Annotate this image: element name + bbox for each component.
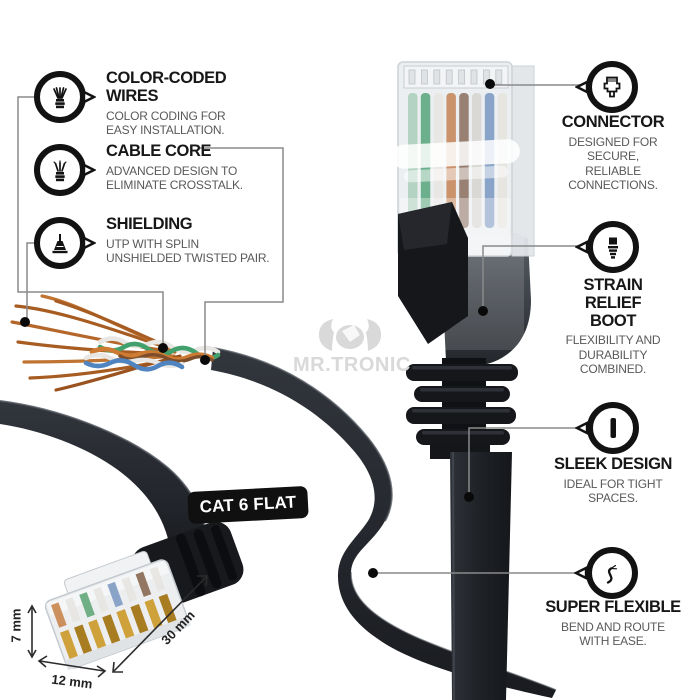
callout-title: SLEEK DESIGN bbox=[553, 455, 673, 473]
callout-desc: FLEXIBILITY AND DURABILITY COMBINED. bbox=[565, 333, 661, 377]
callout-title: CABLE CORE bbox=[106, 142, 212, 160]
rj45-connector-icon bbox=[603, 76, 621, 98]
brand-logo-watermark bbox=[318, 319, 382, 351]
callout-super-flexible: SUPER FLEXIBLE BEND AND ROUTE WITH EASE. bbox=[538, 598, 688, 649]
callout-title: CONNECTOR bbox=[561, 113, 665, 131]
callout-pointer bbox=[575, 421, 589, 435]
callout-desc: ADVANCED DESIGN TO ELIMINATE CROSSTALK. bbox=[106, 163, 243, 193]
callout-title: SHIELDING bbox=[106, 215, 193, 233]
bottom-connector-gold-pins bbox=[59, 593, 177, 660]
callout-circle-cable-core bbox=[34, 144, 86, 196]
callout-cable-core: CABLE CORE ADVANCED DESIGN TO ELIMINATE … bbox=[106, 142, 256, 193]
callout-circle-shielding bbox=[34, 217, 86, 269]
strain-relief-boot-icon bbox=[608, 237, 618, 259]
flat-cable-curve bbox=[211, 348, 556, 698]
brand-watermark: MR.TRONIC bbox=[293, 354, 411, 376]
twisted-pairs bbox=[83, 336, 221, 372]
stripped-cable-illustration bbox=[10, 294, 557, 698]
ribbed-rings bbox=[406, 358, 518, 459]
callout-desc: IDEAL FOR TIGHT SPACES. bbox=[563, 476, 663, 506]
anchor-dots bbox=[20, 79, 495, 578]
callout-title: STRAIN RELIEF BOOT bbox=[583, 276, 643, 330]
flat-cable-profile-icon bbox=[610, 418, 616, 438]
callout-shielding: SHIELDING UTP WITH SPLIN UNSHIELDED TWIS… bbox=[106, 215, 276, 266]
callout-pointer bbox=[575, 80, 589, 94]
callout-pointer bbox=[82, 163, 96, 177]
callout-desc: DESIGNED FOR SECURE, RELIABLE CONNECTION… bbox=[568, 134, 658, 192]
callout-desc: BEND AND ROUTE WITH EASE. bbox=[561, 619, 665, 649]
shielding-icon bbox=[52, 234, 68, 254]
callout-pointer bbox=[82, 236, 96, 250]
callout-connector: CONNECTOR DESIGNED FOR SECURE, RELIABLE … bbox=[538, 113, 688, 192]
connector-latch-clip bbox=[398, 202, 468, 344]
stripped-color-wires-icon bbox=[53, 87, 67, 109]
dimension-height-label: 7 mm bbox=[8, 608, 24, 643]
bottom-connector-wires bbox=[50, 566, 166, 628]
callout-sleek-design: SLEEK DESIGN IDEAL FOR TIGHT SPACES. bbox=[538, 455, 688, 506]
callout-circle-super-flexible bbox=[586, 547, 638, 599]
callout-desc: COLOR CODING FOR EASY INSTALLATION. bbox=[106, 108, 226, 138]
callout-circle-strain-relief bbox=[587, 221, 639, 273]
callout-pointer bbox=[575, 240, 589, 254]
callout-title: SUPER FLEXIBLE bbox=[545, 598, 681, 616]
callout-strain-relief-boot: STRAIN RELIEF BOOT FLEXIBILITY AND DURAB… bbox=[538, 276, 688, 377]
callout-circle-connector bbox=[586, 61, 638, 113]
callout-color-coded-wires: COLOR-CODED WIRES COLOR CODING FOR EASY … bbox=[106, 69, 256, 138]
callout-pointer bbox=[574, 566, 588, 580]
bottom-connector-photo bbox=[44, 521, 244, 671]
callout-pointer bbox=[82, 90, 96, 104]
callout-circle-color-coded-wires bbox=[34, 71, 86, 123]
callout-title: COLOR-CODED WIRES bbox=[106, 69, 227, 105]
leader-lines bbox=[17, 84, 586, 574]
cable-type-badge: CAT 6 FLAT bbox=[187, 485, 309, 525]
top-connector-photo bbox=[392, 61, 535, 700]
callout-desc: UTP WITH SPLIN UNSHIELDED TWISTED PAIR. bbox=[106, 236, 270, 266]
cable-core-icon bbox=[53, 160, 67, 182]
flat-cable-strip bbox=[450, 452, 512, 700]
dimension-arrows bbox=[27, 575, 208, 678]
flexible-squiggle-icon bbox=[606, 564, 618, 584]
callout-circle-sleek-design bbox=[587, 402, 639, 454]
